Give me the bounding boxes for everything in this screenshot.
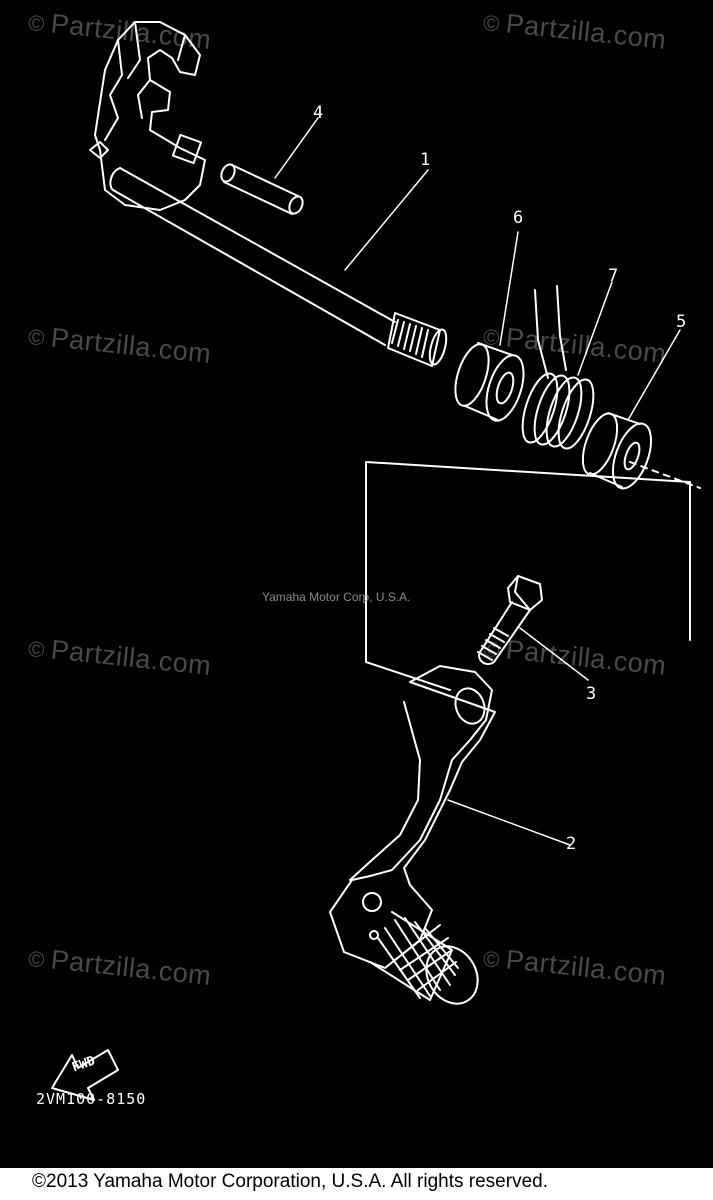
dowel-pin — [220, 163, 304, 215]
center-mark: Yamaha Motor Corp, U.S.A. — [262, 590, 411, 604]
callout-1: 1 — [420, 150, 431, 170]
parts-diagram: ©Partzilla.com ©Partzilla.com ©Partzilla… — [0, 0, 713, 1168]
footer: ©2013 Yamaha Motor Corporation, U.S.A. A… — [0, 1168, 713, 1200]
callout-4: 4 — [313, 103, 324, 123]
assembly-box — [365, 461, 701, 691]
line-art — [51, 21, 701, 1101]
callout-7: 7 — [608, 266, 619, 286]
callout-5: 5 — [676, 312, 687, 332]
callout-3: 3 — [586, 684, 597, 704]
diagram-code: 2VM100-8150 — [36, 1090, 147, 1108]
collar — [454, 342, 525, 422]
fwd-arrow — [51, 1049, 119, 1101]
bolt — [477, 575, 543, 666]
callout-2: 2 — [566, 834, 577, 854]
oil-seal — [581, 412, 653, 490]
torsion-spring — [521, 285, 595, 450]
shift-shaft — [89, 21, 448, 367]
leader-lines — [274, 117, 681, 846]
copyright-notice: ©2013 Yamaha Motor Corporation, U.S.A. A… — [32, 1171, 548, 1192]
shift-pedal — [329, 665, 496, 1005]
callout-6: 6 — [513, 208, 524, 228]
